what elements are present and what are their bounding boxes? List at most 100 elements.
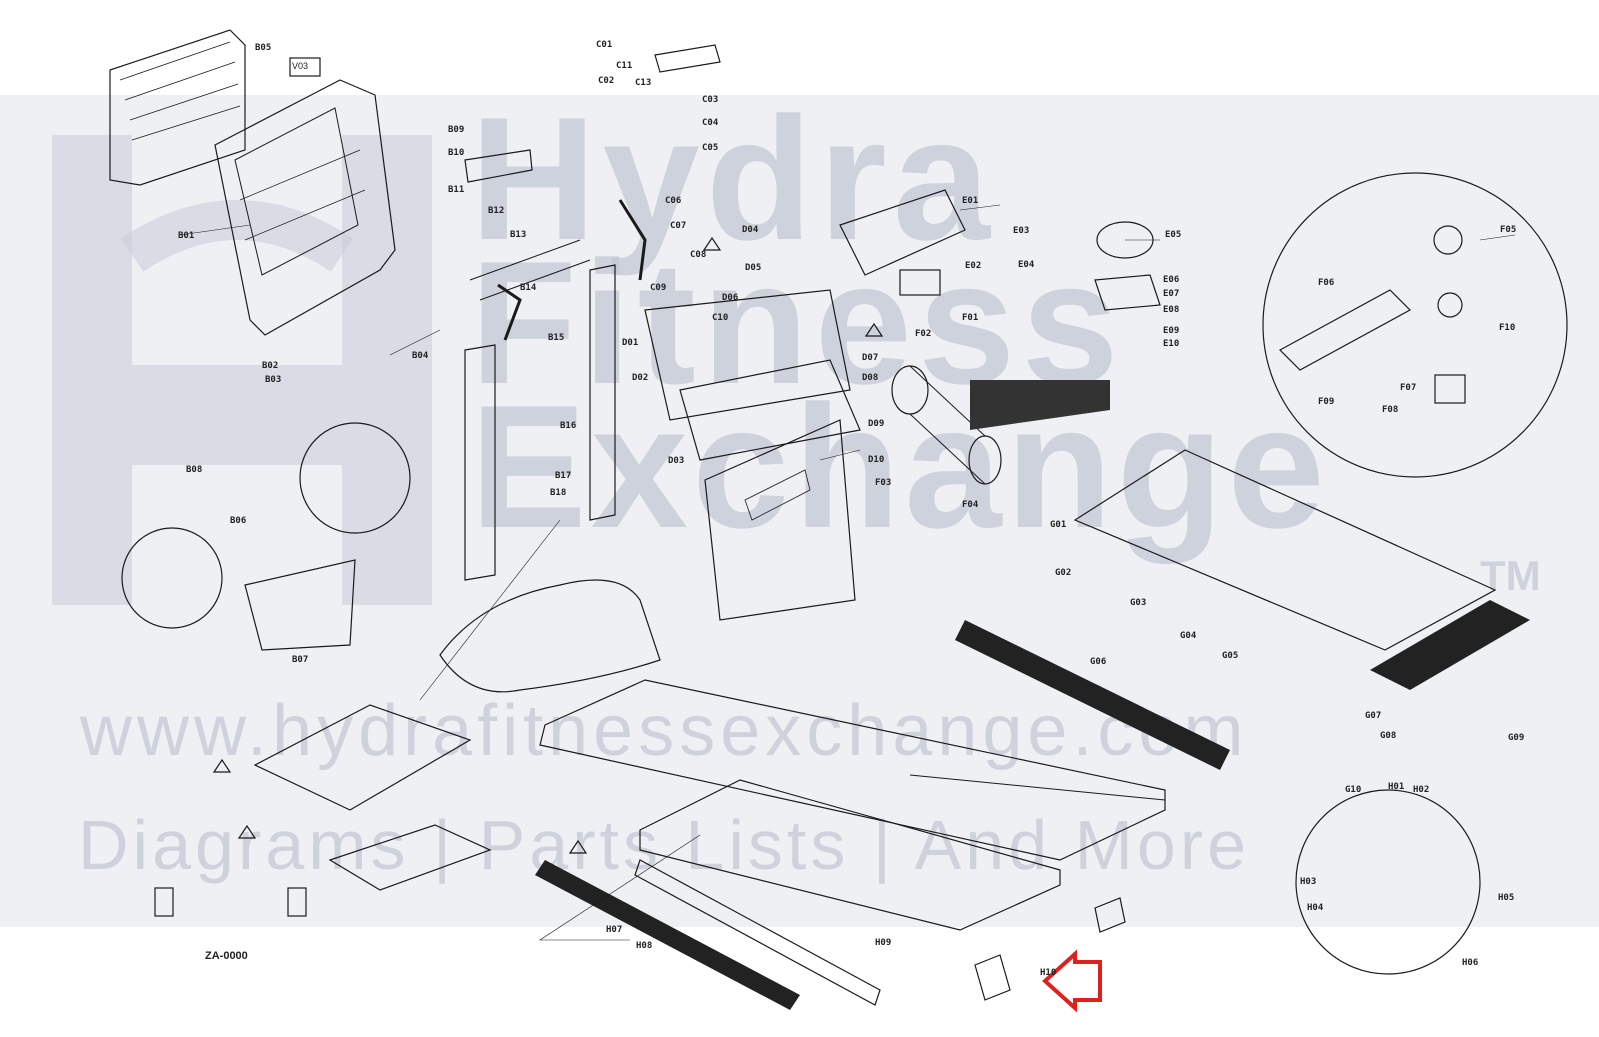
part-label: C08 — [690, 250, 706, 260]
warning-triangle-icon — [212, 758, 232, 773]
bracket-highlighted — [974, 954, 1011, 1001]
part-label: G01 — [1050, 520, 1066, 530]
part-label: B18 — [550, 488, 566, 498]
part-label: H06 — [1462, 958, 1478, 968]
part-label: C11 — [616, 61, 632, 71]
part-label: G03 — [1130, 598, 1146, 608]
detail-circle-roller — [1262, 172, 1568, 478]
part-label: B17 — [555, 471, 571, 481]
part-label: C06 — [665, 196, 681, 206]
part-label: B08 — [186, 465, 202, 475]
part-label: D01 — [622, 338, 638, 348]
console-frame-shape — [214, 79, 396, 336]
belt-guard — [704, 419, 856, 621]
control-board — [839, 189, 966, 276]
left-upright — [464, 344, 496, 581]
part-label: F07 — [1400, 383, 1416, 393]
part-label: G05 — [1222, 651, 1238, 661]
part-label: G08 — [1380, 731, 1396, 741]
part-label: B07 — [292, 655, 308, 665]
part-label: C10 — [712, 313, 728, 323]
part-label: H03 — [1300, 877, 1316, 887]
part-label: C04 — [702, 118, 719, 128]
part-label: D07 — [862, 353, 878, 363]
part-label: E04 — [1018, 260, 1035, 270]
console-hood-shape — [109, 29, 246, 186]
rail-lower — [634, 859, 881, 1006]
wheel-left — [154, 887, 174, 917]
hydra-logo-icon — [52, 135, 432, 605]
detail-circle-lift-a — [121, 527, 223, 629]
warning-triangle-icon — [568, 839, 588, 854]
part-label: G10 — [1345, 785, 1361, 795]
part-label: H09 — [875, 938, 891, 948]
part-label: C13 — [635, 78, 651, 88]
part-label: C07 — [670, 221, 686, 231]
motor-hood-panel — [679, 359, 861, 461]
part-label: B12 — [488, 206, 504, 216]
part-label: H08 — [636, 941, 652, 951]
warning-triangle-icon — [237, 824, 257, 839]
label-v03-box — [289, 57, 321, 77]
part-label: B15 — [548, 333, 564, 343]
base-plate — [328, 824, 492, 891]
part-label: F02 — [915, 329, 931, 339]
side-rail-left — [535, 860, 800, 1010]
detail-circle-sensor — [1295, 789, 1481, 975]
part-label: H02 — [1413, 785, 1429, 795]
part-label: G04 — [1180, 631, 1197, 641]
part-label: D09 — [868, 419, 884, 429]
end-cap — [1094, 897, 1126, 933]
watermark-url: www.hydrafitnessexchange.com — [80, 691, 1249, 771]
part-label: E08 — [1163, 305, 1179, 315]
part-label: H10 — [1040, 968, 1056, 978]
part-label: F01 — [962, 313, 978, 323]
part-label: B10 — [448, 148, 464, 158]
watermark-line-1: Hydra — [470, 82, 997, 277]
side-rail-right — [955, 620, 1230, 770]
small-board — [899, 269, 941, 296]
part-label: F10 — [1499, 323, 1515, 333]
line-art-group — [109, 29, 1568, 1010]
part-label: H05 — [1498, 893, 1514, 903]
part-label: D04 — [742, 225, 759, 235]
part-label: E07 — [1163, 289, 1179, 299]
pulley-right — [968, 435, 1002, 485]
top-handle — [464, 149, 533, 183]
running-deck — [1073, 449, 1497, 651]
wheel-right — [287, 887, 307, 917]
part-label: D05 — [745, 263, 761, 273]
main-frame — [539, 679, 1166, 861]
console-plate — [644, 289, 851, 421]
part-label: B05 — [255, 43, 271, 53]
part-label: G02 — [1055, 568, 1071, 578]
part-label: C01 — [596, 40, 612, 50]
part-label: B01 — [178, 231, 194, 241]
part-label: F08 — [1382, 405, 1398, 415]
part-label: H07 — [606, 925, 622, 935]
part-label: B06 — [230, 516, 246, 526]
base-tray — [253, 704, 472, 811]
part-label: B11 — [448, 185, 464, 195]
part-label: F04 — [962, 500, 979, 510]
right-upright — [589, 264, 616, 521]
part-label: C09 — [650, 283, 666, 293]
motor-hood-cover — [439, 579, 661, 693]
part-label: B09 — [448, 125, 464, 135]
lower-frame — [639, 779, 1061, 931]
diagram-ref-code: ZA-0000 — [205, 950, 248, 962]
part-label: H04 — [1307, 903, 1324, 913]
part-label: B16 — [560, 421, 576, 431]
lift-frame — [244, 559, 356, 651]
pulley-left — [891, 365, 929, 415]
part-label: D10 — [868, 455, 884, 465]
part-label: B03 — [265, 375, 281, 385]
warning-triangle-icon — [864, 322, 884, 337]
part-label: E01 — [962, 196, 978, 206]
watermark-trademark: TM — [1480, 552, 1541, 599]
highlight-arrow-icon — [1042, 949, 1102, 1013]
part-label: B14 — [520, 283, 537, 293]
part-label: E09 — [1163, 326, 1179, 336]
